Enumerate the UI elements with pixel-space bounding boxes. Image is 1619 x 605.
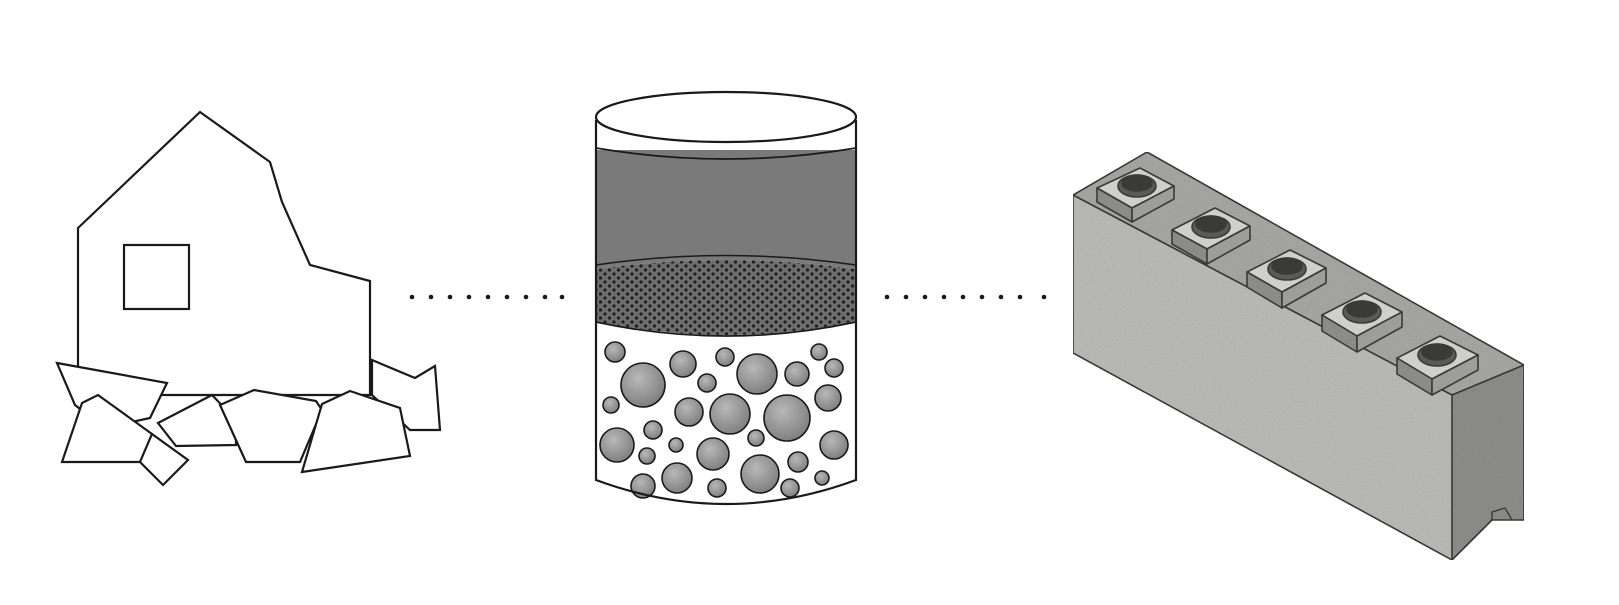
hollow-concrete-block-icon xyxy=(1072,151,1525,561)
block-holes xyxy=(1096,167,1479,396)
house-window xyxy=(122,243,191,311)
cylinder-top-ellipse xyxy=(594,90,858,144)
block-end-face xyxy=(1451,364,1525,561)
block-hole xyxy=(1396,335,1479,396)
block-hole xyxy=(1246,249,1327,309)
house-outline xyxy=(76,110,372,397)
damaged-house-rubble-icon xyxy=(55,110,442,487)
cylinder-body-outline xyxy=(594,120,858,506)
rubble-piece xyxy=(370,358,442,432)
block-hole xyxy=(1096,167,1175,223)
rubble-piece xyxy=(218,388,324,464)
dotted-connector xyxy=(884,294,1047,300)
rubble-piece xyxy=(300,389,412,474)
block-hole xyxy=(1171,207,1251,265)
rubble-piece xyxy=(138,432,190,487)
layered-aggregate-cylinder-icon xyxy=(594,90,858,506)
cylinder-dark-layer xyxy=(596,150,856,270)
cylinder-stipple-layer xyxy=(596,260,856,335)
aggregate-stones xyxy=(599,341,849,499)
block-hole xyxy=(1321,292,1403,353)
dotted-connector xyxy=(409,294,565,300)
